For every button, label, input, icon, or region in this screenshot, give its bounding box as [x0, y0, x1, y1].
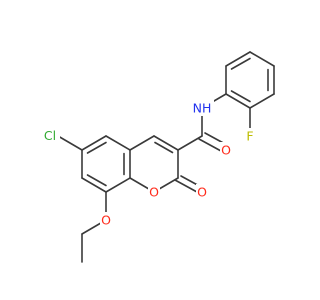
bond [249, 93, 275, 109]
atom-cl-label: Cl [44, 128, 56, 143]
atom-o-ring: O [148, 184, 160, 200]
atom-label-layer: Cl O O O O NH F [40, 100, 256, 228]
bond [81, 177, 107, 193]
atom-o-lactone-label: O [197, 185, 207, 200]
atom-nh-label: NH [193, 101, 212, 116]
bond [174, 179, 198, 193]
bond [153, 135, 179, 151]
bond [129, 135, 155, 151]
atom-o-amide-label: O [221, 143, 231, 158]
bond [57, 135, 83, 151]
bond [81, 135, 107, 151]
atom-o-ether-label: O [101, 213, 111, 228]
label-mask [196, 184, 208, 200]
atom-o-amide: O [220, 142, 232, 158]
molecule-structure-diagram: Cl O O O O NH F [40, 51, 275, 263]
bond [230, 57, 251, 70]
atom-nh: NH [190, 100, 214, 116]
atom-f-label: F [246, 129, 253, 144]
label-mask [220, 142, 232, 158]
bond [86, 141, 107, 154]
atom-o-ether: O [100, 212, 112, 228]
atom-f: F [244, 128, 256, 144]
label-mask [100, 212, 112, 228]
atom-cl: Cl [40, 127, 60, 144]
bond [230, 90, 251, 103]
bond [249, 51, 275, 67]
atom-o-ring-label: O [149, 185, 159, 200]
bond [225, 93, 251, 109]
bond-layer [57, 51, 275, 263]
bond [86, 174, 107, 187]
bond [105, 135, 131, 151]
bond [198, 138, 222, 152]
label-mask [40, 127, 60, 144]
atom-o-lactone: O [196, 184, 208, 200]
label-mask [148, 184, 160, 200]
bond [177, 135, 203, 151]
bond [225, 51, 251, 67]
bond [154, 141, 174, 154]
label-mask [244, 128, 256, 144]
label-mask [190, 100, 214, 116]
bond [105, 177, 131, 193]
